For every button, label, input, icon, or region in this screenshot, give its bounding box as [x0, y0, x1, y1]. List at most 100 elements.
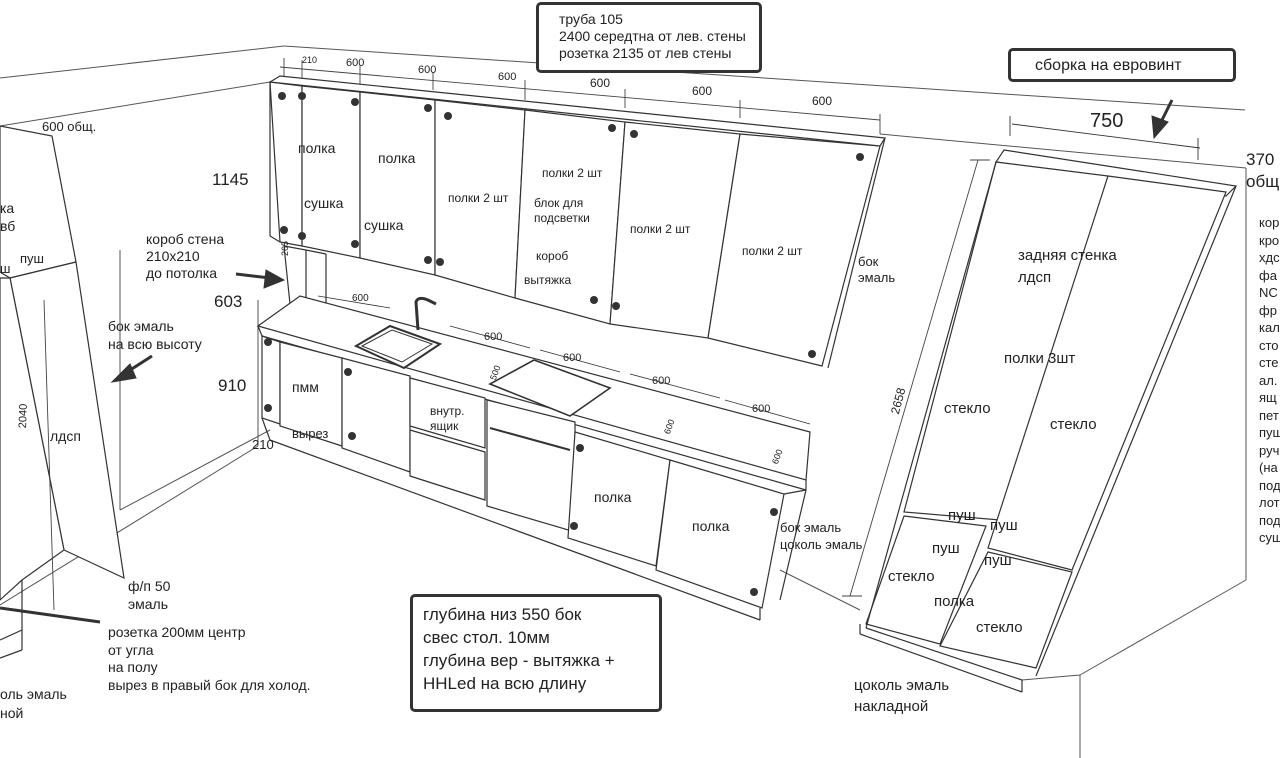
label-glass-4: стекло: [976, 619, 1023, 636]
edge-note: (на: [1259, 460, 1278, 475]
note-led: HHLed на всю длину: [423, 674, 587, 693]
label-bok-emal-low: бок эмаль: [780, 520, 842, 535]
label-yashchik: ящик: [430, 419, 459, 433]
edge-note: сто: [1259, 337, 1279, 353]
edge-note: кор: [1259, 215, 1280, 230]
label-left-vb: вб: [0, 218, 16, 234]
right-tall-cabinet: [859, 116, 1238, 693]
label-left-cokol: оль эмаль: [0, 686, 67, 702]
label-fp-emal: эмаль: [128, 596, 169, 612]
label-push-2: пуш: [990, 517, 1018, 534]
lower-label-polka-2: полка: [692, 518, 730, 534]
dim-top-600-6: 600: [812, 94, 833, 108]
label-cokol-emal-low: цоколь эмаль: [780, 537, 863, 552]
note-depth-top: глубина вер - вытяжка +: [423, 651, 615, 670]
note-assembly: сборка на евровинт: [1035, 57, 1182, 74]
upper-label-polki-c: полки 2 шт: [630, 222, 691, 236]
label-glass-2: стекло: [1050, 416, 1097, 433]
dim-top-600-5: 600: [692, 84, 713, 98]
pointer-arrows: [110, 99, 1174, 383]
label-plinth-1: цоколь эмаль: [854, 677, 950, 694]
lower-cabinet-hinges: [264, 338, 778, 596]
dim-265: 265: [280, 240, 290, 256]
label-push-1: пуш: [948, 507, 976, 524]
edge-note: под: [1259, 477, 1280, 493]
label-rozetka-3: на полу: [108, 659, 158, 675]
edge-note: NC: [1259, 285, 1278, 300]
assembly-note: сборка на евровинт: [1008, 48, 1236, 82]
label-ldsp-left: лдсп: [50, 428, 81, 444]
note-depth-low: глубина низ 550 бок: [423, 605, 582, 624]
dim-top-600-2: 600: [418, 64, 437, 76]
upper-label-blok: блок для: [534, 196, 584, 210]
label-ldsp-right: лдсп: [1018, 269, 1052, 286]
upper-label-polka-1: полка: [298, 140, 336, 156]
dim-counter-600-5: 600: [752, 403, 771, 415]
upper-label-polki-d: полки 2 шт: [742, 244, 803, 258]
label-back-panel: задняя стенка: [1018, 247, 1117, 264]
label-left-sh: ш: [0, 261, 11, 276]
label-left-ka: ка: [0, 200, 15, 216]
label-rozetka-2: от угла: [108, 642, 154, 658]
dim-1145: 1145: [212, 170, 249, 189]
upper-cabinets: [268, 75, 887, 369]
label-push-3: пуш: [932, 540, 960, 557]
upper-label-sushka-2: сушка: [364, 217, 404, 233]
dim-top-600-3: 600: [498, 71, 517, 83]
edge-note: хдс: [1259, 250, 1280, 265]
label-korob-stena: короб стена: [146, 231, 225, 247]
label-shelves-3: полки 3шт: [1004, 350, 1076, 367]
dim-counter-600-3: 600: [563, 352, 582, 364]
depth-note: глубина низ 550 бок свес стол. 10мм глуб…: [410, 594, 662, 712]
dim-210-plinth: 210: [252, 437, 274, 452]
label-glass-3: стекло: [888, 568, 935, 585]
edge-note: ящ: [1259, 390, 1277, 405]
dim-370-total: общ: [1246, 172, 1280, 191]
note-middle: 2400 середтна от лев. стены: [559, 28, 746, 44]
dim-top-600-4: 600: [590, 76, 611, 90]
label-left-push: пуш: [20, 251, 44, 266]
label-pmm: пмм: [292, 379, 319, 395]
edge-note: суш: [1259, 530, 1280, 545]
label-vnutr: внутр.: [430, 404, 465, 418]
countertop: [256, 295, 811, 491]
edge-note: сте: [1259, 355, 1279, 370]
height-dimension-2658: [842, 159, 990, 597]
label-rozetka-1: розетка 200мм центр: [108, 624, 246, 640]
note-socket: розетка 2135 от лев стены: [559, 45, 732, 61]
upper-label-polka-2: полка: [378, 150, 416, 166]
label-bok-full-1: бок эмаль: [108, 318, 174, 334]
right-edge-notes: кор кро хдс фа NC фр кал сто сте ал. ящ …: [1259, 214, 1280, 547]
upper-label-polki-b: полки 2 шт: [542, 166, 603, 180]
label-glass-1: стекло: [944, 400, 991, 417]
label-push-4: пуш: [984, 552, 1012, 569]
dim-top-600-1: 600: [346, 57, 365, 69]
lower-cabinets: [261, 335, 807, 621]
dim-2040: 2040: [16, 403, 30, 429]
dim-600-total: 600 общ.: [42, 119, 97, 134]
edge-note: руч: [1259, 442, 1280, 458]
label-shelf-bottom: полка: [934, 593, 975, 610]
note-pipe: труба 105: [559, 11, 623, 27]
upper-cabinet-hinges: [278, 92, 864, 358]
dim-counter-600-1: 600: [352, 293, 369, 304]
edge-note: ал.: [1259, 372, 1278, 388]
dim-750: 750: [1090, 110, 1124, 132]
edge-note: фа: [1259, 267, 1277, 283]
note-overhang: свес стол. 10мм: [423, 628, 550, 647]
upper-label-vytyazhka: вытяжка: [524, 273, 572, 287]
lower-label-polka-1: полка: [594, 489, 632, 505]
label-fp50: ф/п 50: [128, 578, 171, 594]
edge-note: пет: [1259, 407, 1279, 423]
edge-note: под: [1259, 512, 1280, 528]
dim-210-top: 210: [302, 55, 318, 65]
dim-370: 370: [1246, 150, 1275, 169]
label-bok-full-2: на всю высоту: [108, 336, 202, 352]
pipe-socket-note: труба 105 2400 середтна от лев. стены ро…: [536, 2, 762, 73]
edge-note: фр: [1259, 302, 1277, 318]
upper-label-podsvetki: подсветки: [534, 211, 590, 225]
dim-910: 910: [218, 376, 247, 395]
label-korob-ceiling: до потолка: [146, 265, 218, 281]
